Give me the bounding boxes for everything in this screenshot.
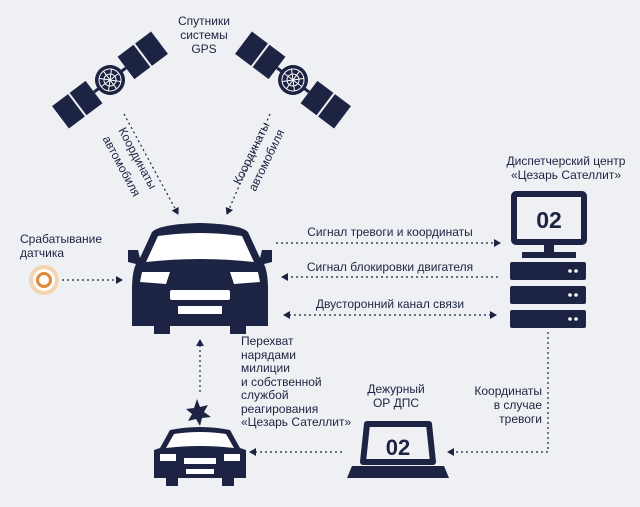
duty-title-line1: Дежурный <box>367 382 425 396</box>
alarm-coords-line1: Координаты <box>474 384 542 398</box>
alarm-coords-label: Координаты в случае тревоги <box>462 384 542 426</box>
satellites-title: Спутники системы GPS <box>166 14 242 56</box>
alarm-coords-line2: в случае <box>493 398 542 412</box>
sensor-label: Срабатывание датчика <box>20 232 102 260</box>
duty-title: Дежурный ОР ДПС <box>356 382 436 410</box>
dispatch-title: Диспетчерский центр «Цезарь Сателлит» <box>496 154 636 182</box>
patrol-car-icon <box>154 399 246 486</box>
duty-title-line2: ОР ДПС <box>372 396 420 410</box>
sensor-icon <box>29 265 59 295</box>
main-car-icon <box>128 223 272 334</box>
intercept-line3: милиции <box>241 361 290 375</box>
satellite-left-icon <box>49 29 171 131</box>
left-satellite-signal-arrow <box>123 113 179 215</box>
dispatch-title-line1: Диспетчерский центр <box>506 154 626 168</box>
dispatch-title-line2: «Цезарь Сателлит» <box>510 168 622 182</box>
intercept-line5: службой <box>241 388 289 402</box>
dispatch-monitor-icon <box>511 191 587 258</box>
duty-laptop-number: 02 <box>386 435 410 460</box>
duty-laptop-icon <box>347 421 449 478</box>
satellites-title-line1: Спутники <box>178 14 230 28</box>
engine-block-label: Сигнал блокировки двигателя <box>306 260 474 274</box>
alarm-coords-line3: тревоги <box>499 412 542 426</box>
intercept-line6: реагирования <box>241 401 319 416</box>
alarm-coords-path-arrow <box>447 332 549 456</box>
sensor-label-line1: Срабатывание <box>20 232 103 246</box>
sensor-label-line2: датчика <box>20 246 65 260</box>
intercept-line4: и собственной <box>241 374 322 389</box>
satellites-title-line3: GPS <box>191 42 217 56</box>
dispatch-monitor-number: 02 <box>536 207 562 233</box>
server-rack-icon <box>510 262 586 328</box>
intercept-line1: Перехват <box>241 334 294 348</box>
right-satellite-signal-arrow <box>225 113 271 215</box>
intercept-line7: «Цезарь Сателлит» <box>241 415 352 429</box>
two-way-channel-label: Двусторонний канал связи <box>315 297 465 311</box>
intercept-label: Перехват нарядами милиции и собственной … <box>241 334 352 430</box>
satellite-right-icon <box>232 29 354 131</box>
intercept-line2: нарядами <box>241 347 296 362</box>
alarm-signal-label: Сигнал тревоги и координаты <box>307 225 473 239</box>
satellites-title-line2: системы <box>180 28 228 42</box>
